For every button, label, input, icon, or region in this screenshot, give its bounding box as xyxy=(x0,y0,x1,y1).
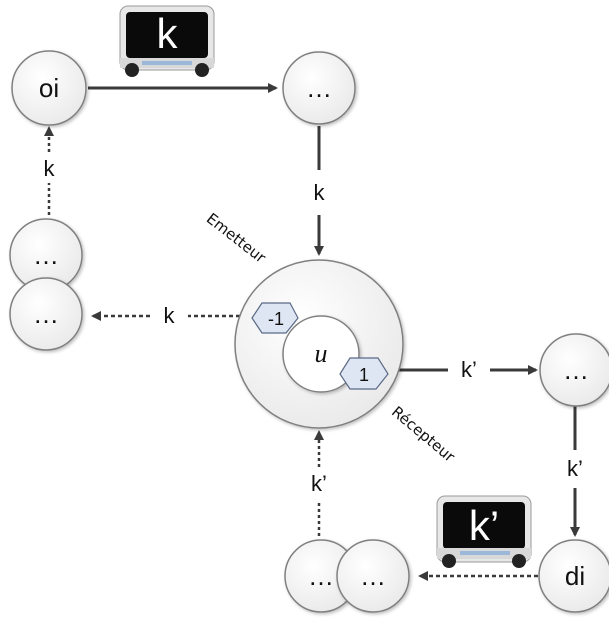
vehicle-bottom-label: k’ xyxy=(469,502,499,549)
node-bottom-b xyxy=(336,539,410,613)
vehicle-bottom-wheel-right xyxy=(512,554,526,568)
node-right-label: … xyxy=(563,355,589,385)
vehicle-top xyxy=(119,5,215,77)
node-bottom-b-label: … xyxy=(360,561,386,591)
vehicle-top-label: k xyxy=(157,10,179,57)
receiver-label: Récepteur xyxy=(388,403,459,467)
emitter-tag-value: -1 xyxy=(268,309,284,329)
emitter-tag xyxy=(251,302,299,334)
edge-label-left-to-origin: k xyxy=(44,156,56,181)
edge-label-center-to-right: k’ xyxy=(461,357,477,382)
receiver-tag-value: 1 xyxy=(359,365,369,385)
vehicle-bottom-wheel-left xyxy=(442,554,456,568)
edges xyxy=(44,83,580,581)
node-origin-label: oi xyxy=(39,73,59,103)
edge-label-center-to-left: k xyxy=(164,303,176,328)
node-origin xyxy=(11,50,87,126)
vehicle-bottom xyxy=(436,495,532,568)
node-destination xyxy=(538,539,609,613)
edge-label-right-to-destination: k’ xyxy=(567,456,583,481)
node-left-lower xyxy=(9,277,83,351)
edge-label-top-right-to-center: k xyxy=(314,180,326,205)
node-left-lower-label: … xyxy=(33,299,59,329)
emitter-label: Emetteur xyxy=(203,209,270,267)
vehicle-top-wheel-left xyxy=(125,63,139,77)
edge-label-bottom-to-center: k’ xyxy=(311,471,327,496)
vehicle-top-wheel-right xyxy=(195,63,209,77)
node-left-upper-label: … xyxy=(33,240,59,270)
node-destination-label: di xyxy=(565,561,585,591)
node-bottom-a-label: … xyxy=(308,561,334,591)
node-top-right xyxy=(282,51,356,125)
node-right xyxy=(539,333,609,407)
node-top-right-label: … xyxy=(306,73,332,103)
node-center-label: u xyxy=(315,339,328,368)
receiver-tag xyxy=(339,357,389,390)
